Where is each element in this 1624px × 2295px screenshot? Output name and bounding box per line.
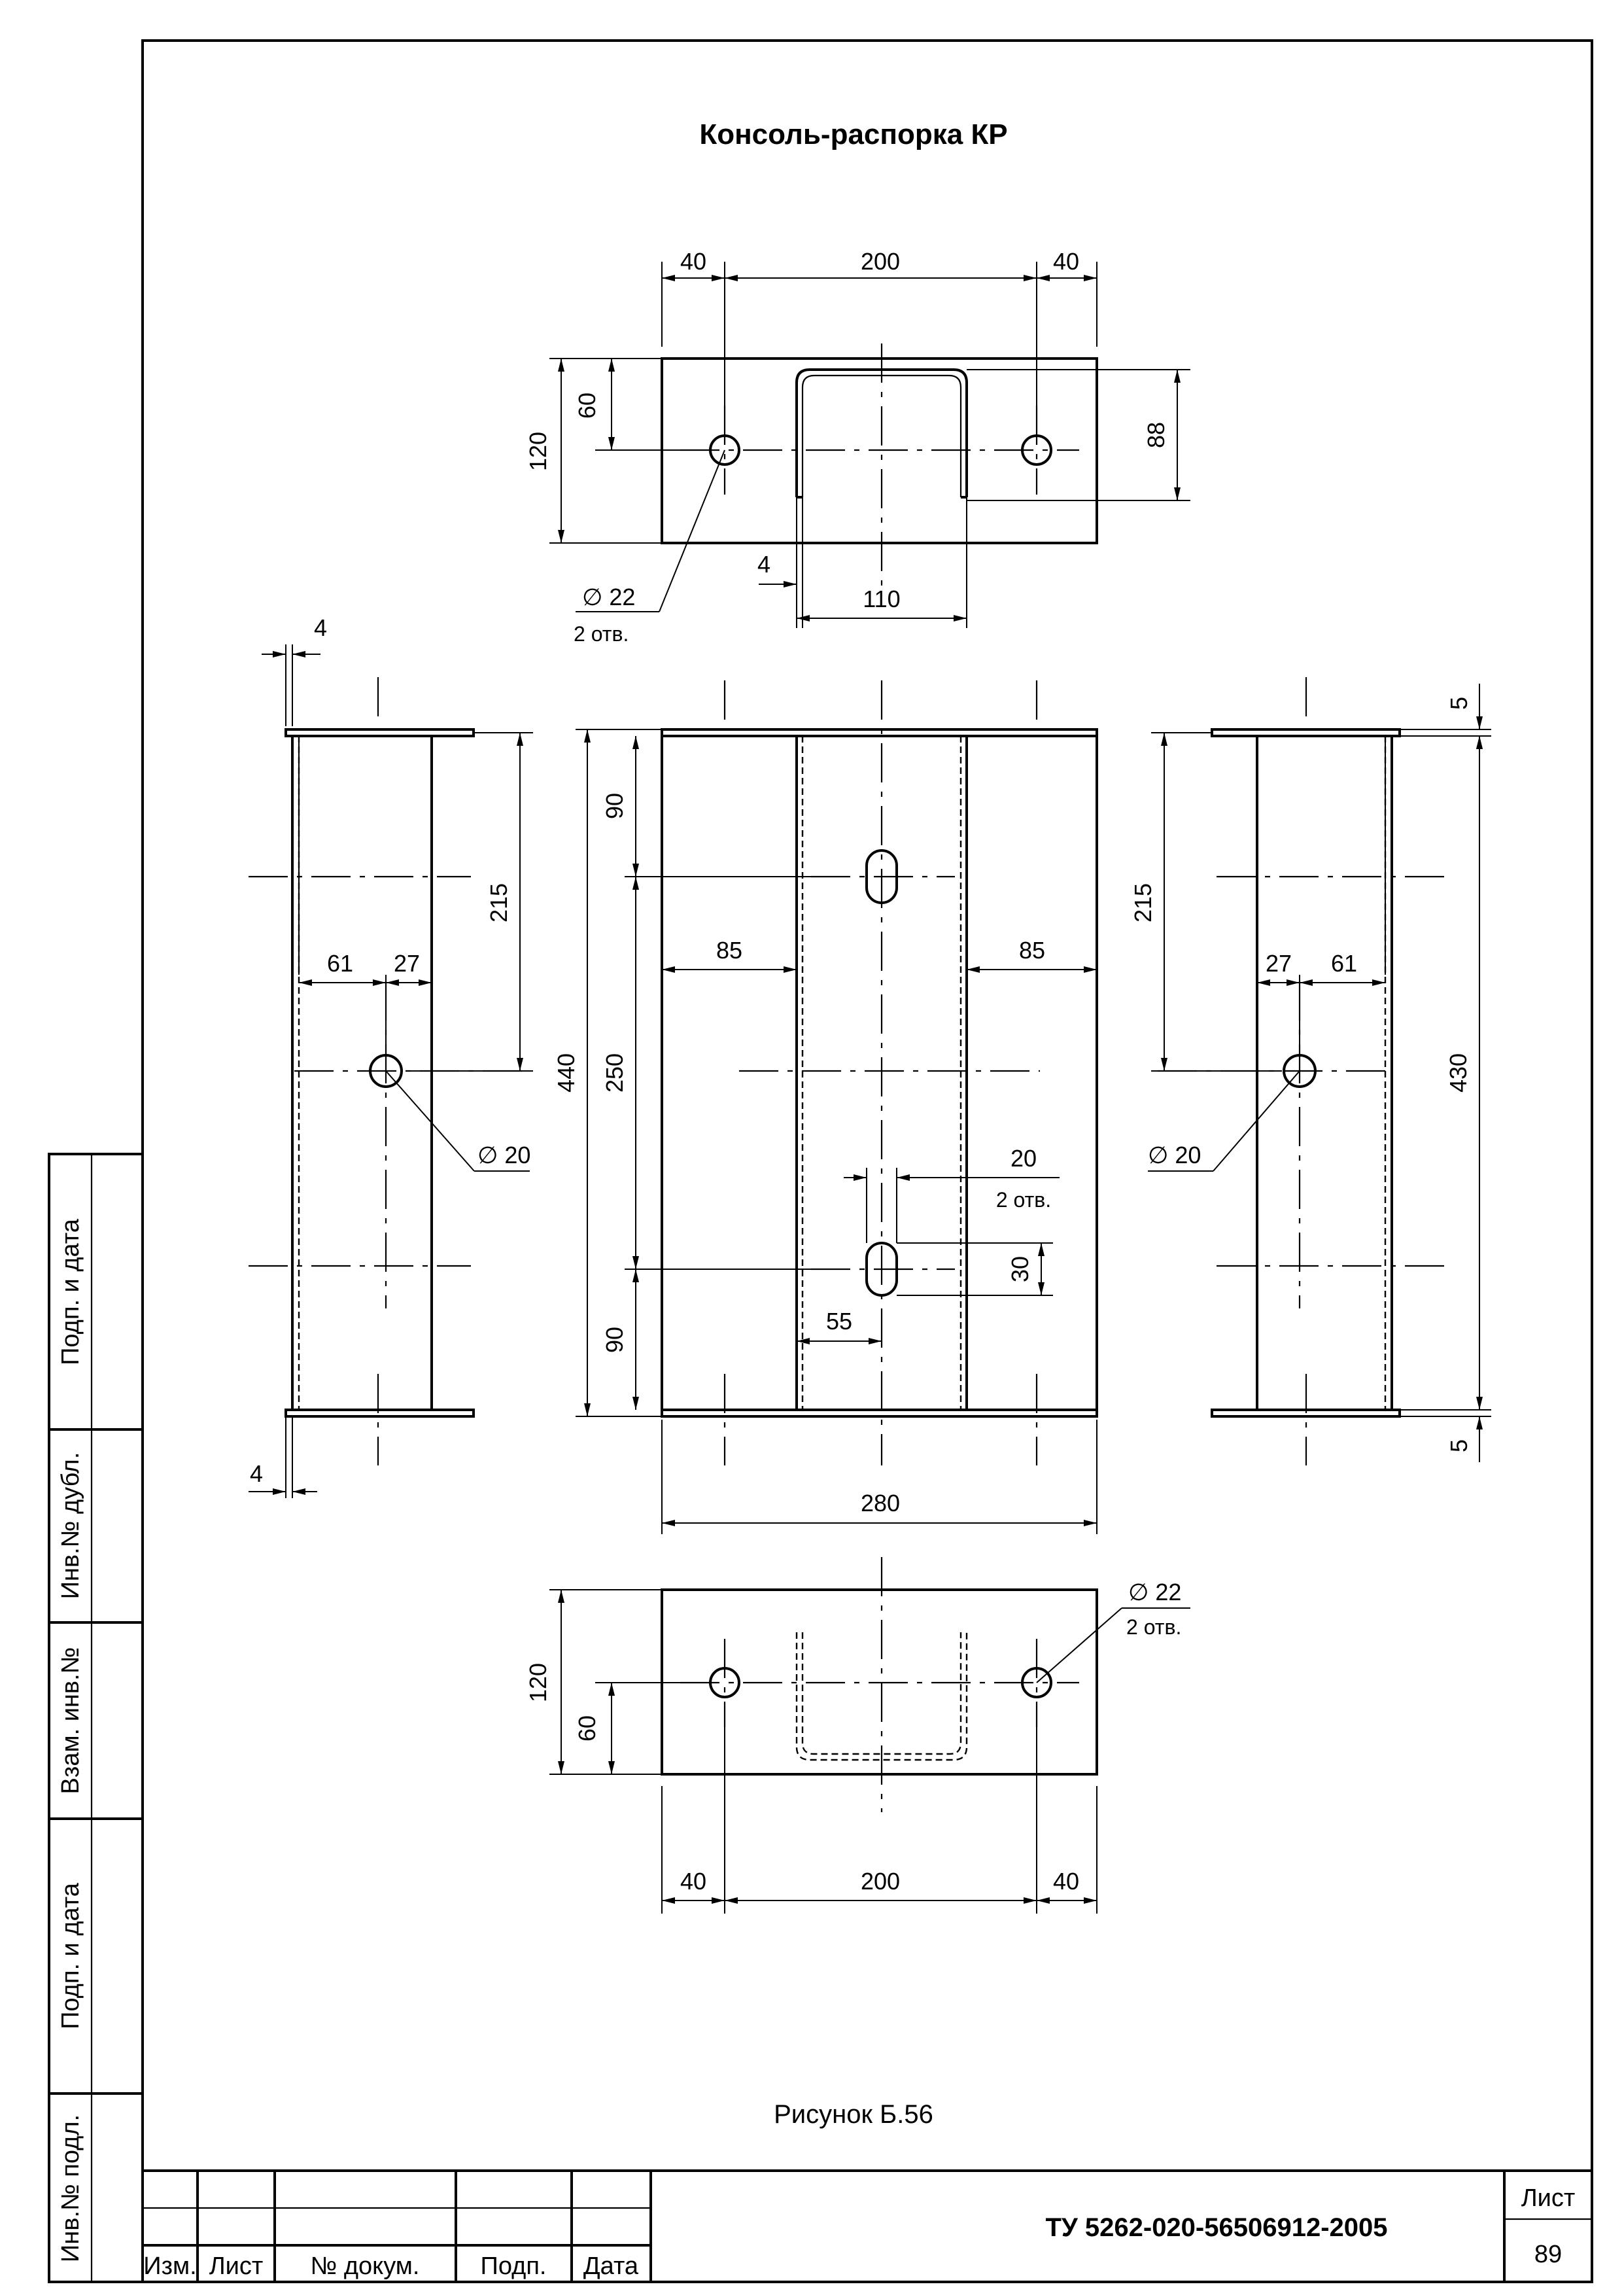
right-view: 5 215 27 61 430 5 ∅ 20 <box>1130 677 1491 1465</box>
front-dim-250: 250 <box>601 1053 628 1093</box>
bottom-dim-200: 200 <box>861 1868 900 1895</box>
front-dim-90-bottom: 90 <box>601 1327 628 1353</box>
top-dim-110: 110 <box>863 586 900 612</box>
top-dim-40-left: 40 <box>680 248 706 275</box>
title-block-col-sheet: Лист <box>209 2252 264 2280</box>
drawing-title: Консоль-распорка КР <box>699 118 1007 150</box>
figure-caption: Рисунок Б.56 <box>774 2100 933 2129</box>
bottom-hole-count: 2 отв. <box>1126 1615 1181 1639</box>
left-dim-61: 61 <box>327 950 353 977</box>
top-view: 40 200 40 60 120 88 4 110 ∅ 22 2 отв. <box>525 248 1190 646</box>
bottom-hole-diameter: ∅ 22 <box>1128 1579 1181 1605</box>
top-dim-60: 60 <box>574 393 600 419</box>
side-stamp-sign-date-1: Подп. и дата <box>57 1218 84 1365</box>
left-dim-27: 27 <box>394 950 420 977</box>
side-stamp-replace-inv: Взам. инв.№ <box>57 1647 84 1795</box>
side-stamp-orig-inv: Инв.№ подл. <box>57 2114 84 2262</box>
front-slot-width: 20 <box>1011 1145 1037 1172</box>
right-dim-27: 27 <box>1266 950 1292 977</box>
front-dim-440: 440 <box>553 1053 579 1093</box>
sheet-frame <box>141 39 1593 2283</box>
right-dim-5-bottom: 5 <box>1445 1439 1472 1452</box>
front-dim-30: 30 <box>1007 1256 1033 1282</box>
side-stamp-dup-inv: Инв.№ дубл. <box>57 1452 84 1600</box>
right-dim-61: 61 <box>1331 950 1357 977</box>
bottom-dim-60: 60 <box>574 1715 600 1742</box>
title-block-col-sign: Подп. <box>481 2252 547 2280</box>
document-code: ТУ 5262-020-56506912-2005 <box>1045 2213 1387 2242</box>
left-dim-4-bottom: 4 <box>250 1460 263 1487</box>
title-block: Изм. Лист № докум. Подп. Дата ТУ 5262-02… <box>143 2169 1592 2282</box>
right-dim-430: 430 <box>1445 1053 1472 1093</box>
front-dim-280: 280 <box>861 1490 900 1516</box>
top-dim-88: 88 <box>1143 422 1169 448</box>
left-dim-215: 215 <box>485 883 512 922</box>
left-hole-diameter: ∅ 20 <box>477 1142 530 1168</box>
title-block-col-change: Изм. <box>143 2252 196 2280</box>
sheet-number: 89 <box>1534 2241 1562 2268</box>
front-slot-count: 2 отв. <box>996 1188 1051 1212</box>
right-hole-diameter: ∅ 20 <box>1148 1142 1201 1168</box>
bottom-dim-120: 120 <box>525 1663 551 1702</box>
top-hole-diameter: ∅ 22 <box>582 584 635 610</box>
front-view: 440 90 250 90 85 85 20 2 отв. 30 55 280 <box>553 680 1098 1534</box>
front-dim-85-right: 85 <box>1019 937 1045 964</box>
bottom-view: ∅ 22 2 отв. 120 60 40 200 40 <box>525 1557 1190 1914</box>
title-block-col-doc: № докум. <box>311 2252 420 2280</box>
top-dim-120: 120 <box>525 432 551 471</box>
right-dim-5-top: 5 <box>1445 697 1472 710</box>
sheet-label: Лист <box>1521 2184 1576 2212</box>
bottom-dim-40-right: 40 <box>1053 1868 1079 1895</box>
top-hole-count: 2 отв. <box>574 622 629 646</box>
left-dim-4-top: 4 <box>314 614 327 641</box>
front-dim-90-top: 90 <box>601 793 628 819</box>
left-view: 4 215 61 27 ∅ 20 4 <box>249 614 533 1498</box>
top-dim-200: 200 <box>861 248 900 275</box>
bottom-dim-40-left: 40 <box>680 1868 706 1895</box>
front-dim-85-left: 85 <box>716 937 742 964</box>
front-dim-55: 55 <box>826 1308 852 1335</box>
title-block-col-date: Дата <box>583 2252 639 2280</box>
top-dim-4: 4 <box>757 551 770 578</box>
side-stamp: Подп. и дата Инв.№ дубл. Взам. инв.№ Под… <box>48 1153 144 2283</box>
side-stamp-sign-date-2: Подп. и дата <box>57 1882 84 2029</box>
right-dim-215: 215 <box>1130 883 1156 922</box>
top-dim-40-right: 40 <box>1053 248 1079 275</box>
